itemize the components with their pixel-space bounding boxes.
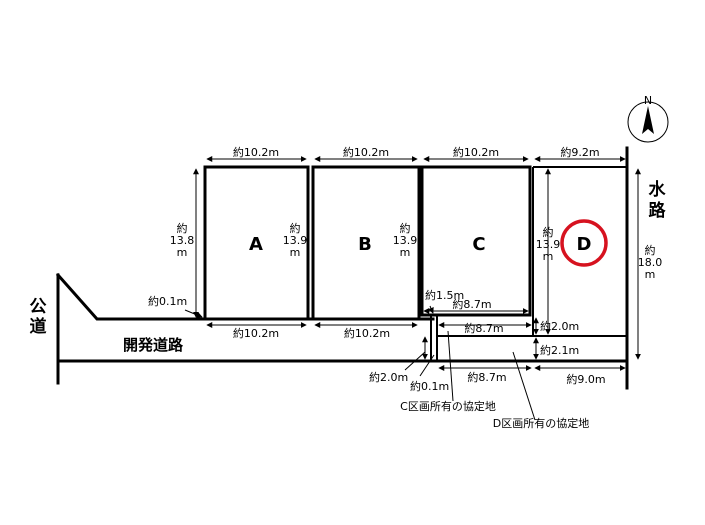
- dim-d-left-3: m: [543, 250, 554, 263]
- dim-gap-01-top: 約0.1m: [148, 294, 187, 308]
- dim-d-left-2: 13.9: [536, 238, 561, 251]
- dim-top-c: 約10.2m: [453, 145, 499, 159]
- dim-a-left-3: m: [177, 246, 188, 259]
- dim-right-total-2: 18.0: [638, 256, 663, 269]
- dim-d-21: 約2.1m: [540, 343, 579, 357]
- dim-c-87-b: 約8.7m: [464, 321, 503, 335]
- dev-road: [55, 272, 629, 385]
- waterway-text: 水路: [0, 0, 2, 1]
- dim-c-87-a: 約8.7m: [452, 297, 491, 311]
- north-label: N: [644, 94, 652, 107]
- dim-d-left-1: 約: [543, 225, 554, 239]
- dim-c-87-c: 約8.7m: [467, 370, 506, 384]
- small-dimensions: 約0.1m 約1.5m 約8.7m 約8.7m 約8.7m 約2.0m 約2.1…: [148, 288, 626, 393]
- top-dimensions: 約10.2m 約10.2m 約10.2m 約9.2m: [206, 145, 626, 162]
- north-arrow-icon: [642, 106, 654, 134]
- dim-pass-20: 約2.0m: [369, 370, 408, 384]
- dim-right-total-1: 約: [645, 243, 656, 257]
- bottom-dimensions: 約10.2m 約10.2m: [206, 322, 418, 340]
- dim-b-right-2: 13.9: [393, 234, 418, 247]
- dim-c-15: 約1.5m: [425, 288, 464, 302]
- lot-c-outline: [420, 165, 532, 317]
- dim-a-left-1: 約: [177, 221, 188, 235]
- public-road-char-2: 道: [30, 316, 47, 337]
- lot-d-highlight-circle: [560, 219, 608, 267]
- dim-top-d: 約9.2m: [560, 145, 599, 159]
- dim-bot-b: 約10.2m: [344, 326, 390, 340]
- dim-top-a: 約10.2m: [233, 145, 279, 159]
- dim-a-right-2: 13.9: [283, 234, 308, 247]
- c-agreement-strip: [430, 314, 533, 362]
- note-c-agreement: C区画所有の協定地: [400, 399, 496, 413]
- dim-right-total-3: m: [645, 268, 656, 281]
- dim-b-right-3: m: [400, 246, 411, 259]
- dim-bot-a: 約10.2m: [233, 326, 279, 340]
- public-road-char-1: 公: [30, 297, 47, 317]
- vertical-dimensions: [193, 168, 641, 360]
- note-d-agreement: D区画所有の協定地: [493, 416, 589, 430]
- dev-road-label: 開発道路: [123, 336, 184, 354]
- waterway-char-1: 水: [649, 179, 667, 200]
- agreement-notes: C区画所有の協定地 D区画所有の協定地: [400, 330, 589, 430]
- dim-d-20: 約2.0m: [540, 319, 579, 333]
- dim-top-b: 約10.2m: [343, 145, 389, 159]
- public-road-text: 公道: [0, 0, 2, 1]
- north-compass: N: [627, 94, 669, 143]
- dim-a-left-2: 13.8: [170, 234, 195, 247]
- dev-road-top-edge: [55, 272, 435, 321]
- public-road-label: 公 道 公道: [0, 0, 47, 337]
- c-passage: [430, 314, 438, 362]
- dim-pass-01: 約0.1m: [410, 379, 449, 393]
- waterway-label: 水 路 水路: [0, 0, 667, 221]
- lot-c-label: C: [472, 234, 485, 255]
- dim-a-right-1: 約: [290, 221, 301, 235]
- waterway-char-2: 路: [649, 200, 667, 221]
- dim-b-right-1: 約: [400, 221, 411, 235]
- dim-d-90: 約9.0m: [566, 372, 605, 386]
- lot-a-label: A: [249, 234, 263, 255]
- lot-d-label: D: [577, 234, 592, 255]
- dim-a-right-3: m: [290, 246, 301, 259]
- lot-b-label: B: [358, 234, 372, 255]
